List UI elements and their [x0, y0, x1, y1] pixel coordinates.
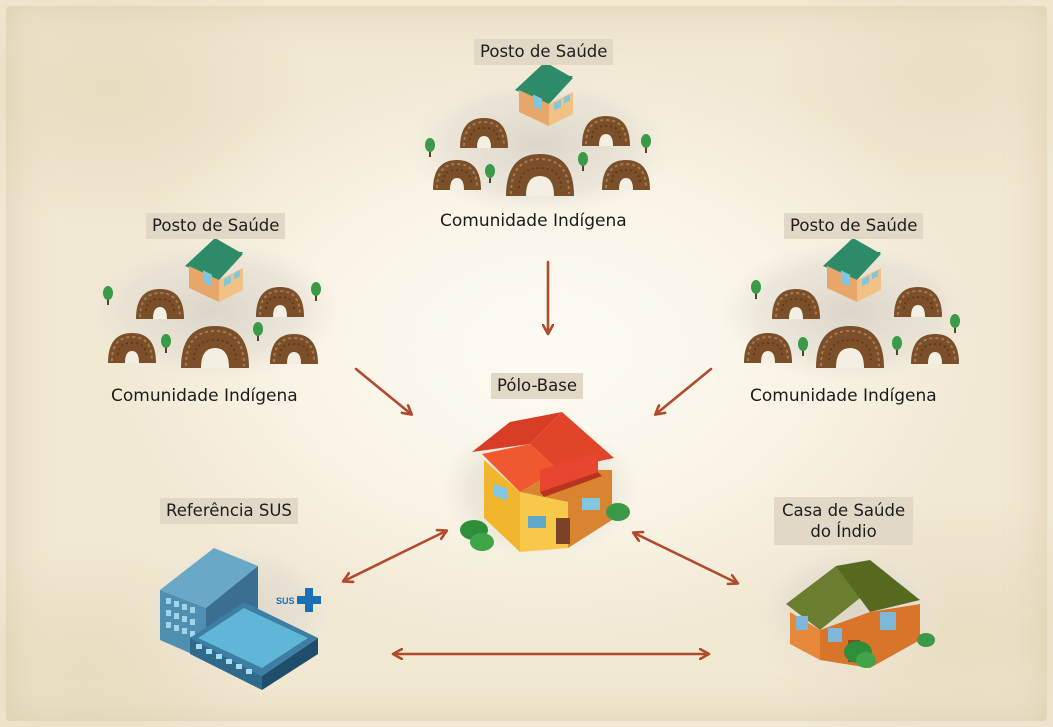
referencia-sus-building: SUS [160, 548, 321, 690]
posto-left-label: Posto de Saúde [146, 213, 286, 239]
arrow-sus-polo [344, 531, 446, 581]
referencia-sus-label: Referência SUS [160, 498, 298, 524]
arrow-right-to-polo [656, 367, 713, 414]
comunidade-top-label: Comunidade Indígena [440, 211, 627, 231]
polo-base-label: Pólo-Base [491, 373, 583, 399]
arrow-polo-casa [634, 533, 737, 583]
comunidade-left-label: Comunidade Indígena [111, 386, 298, 406]
casa-saude-label-line2: do Índio [810, 522, 877, 541]
arrows [344, 260, 737, 654]
polo-base-building [460, 412, 630, 552]
posto-right-label: Posto de Saúde [784, 213, 924, 239]
casa-saude-label-line1: Casa de Saúde [782, 501, 906, 520]
posto-top-label: Posto de Saúde [474, 39, 614, 65]
casa-saude-label: Casa de Saúde do Índio [774, 497, 914, 545]
arrow-left-to-polo [354, 367, 411, 414]
sus-logo-text: SUS [276, 596, 295, 606]
comunidade-right-label: Comunidade Indígena [750, 386, 937, 406]
casa-saude-indio-building [786, 560, 935, 668]
